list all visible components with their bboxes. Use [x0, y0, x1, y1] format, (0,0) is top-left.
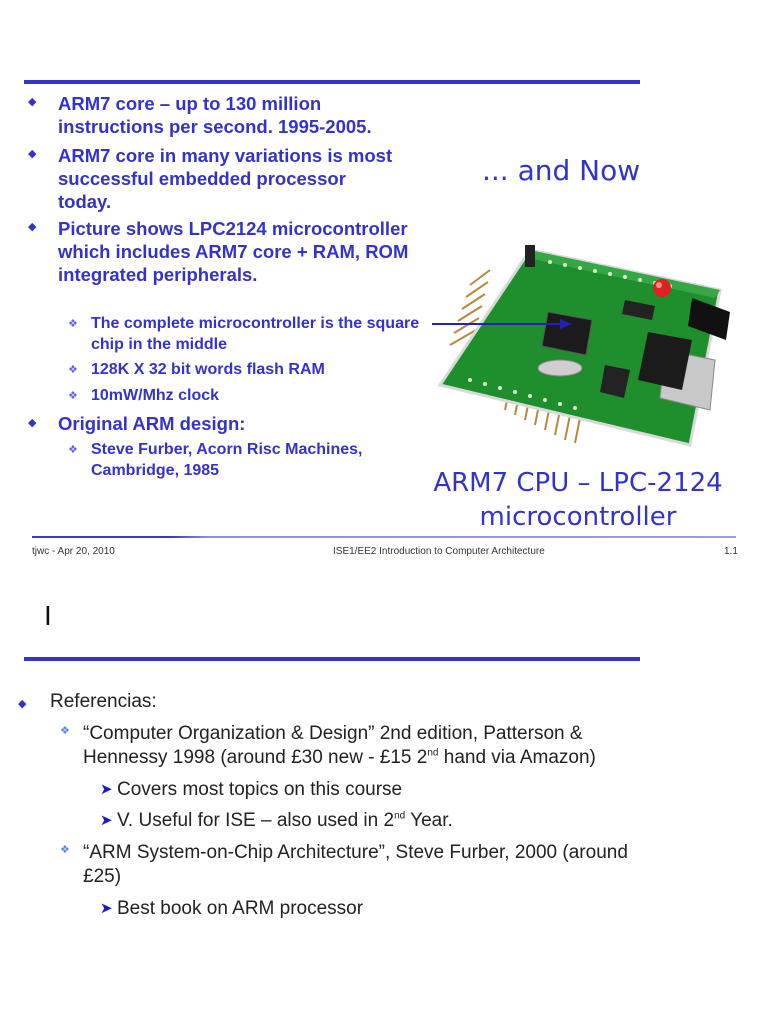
title-rule-top: [24, 80, 640, 84]
slide-title: I: [44, 600, 52, 631]
sub-bullet-icon: ❖: [60, 725, 70, 737]
bullet-text: Original ARM design:: [58, 413, 246, 434]
sub-bullet-icon: ❖: [68, 364, 78, 376]
sub-bullet-text: 128K X 32 bit words flash RAM: [91, 361, 325, 378]
sub-bullet-icon: ❖: [68, 444, 78, 456]
arrow-bullet-icon: ➤: [100, 781, 113, 798]
sub-bullet-text: Steve Furber, Acorn Risc Machines, Cambr…: [91, 441, 363, 479]
bullet-text: Picture shows LPC2124 microcontroller wh…: [58, 218, 409, 285]
slide-title: ... and Now: [482, 154, 641, 187]
diamond-bullet-icon: ◆: [28, 148, 37, 160]
sub-bullet-icon: ❖: [60, 844, 70, 856]
sub-point: Covers most topics on this course: [117, 779, 403, 800]
image-caption: ARM7 CPU – LPC-2124 microcontroller: [404, 466, 752, 534]
arrow-bullet-icon: ➤: [100, 812, 113, 829]
arrow-bullet-icon: ➤: [100, 900, 113, 917]
caption-line-2: microcontroller: [479, 502, 677, 532]
footer-author-date: tjwc - Apr 20, 2010: [32, 546, 115, 557]
reference-item: “Computer Organization & Design” 2nd edi…: [83, 722, 723, 770]
footer-slide-number: 1.1: [724, 546, 738, 557]
title-rule-top: [24, 657, 640, 661]
caption-line-1: ARM7 CPU – LPC-2124: [433, 468, 723, 498]
circuit-board-photo: [437, 245, 730, 447]
diamond-bullet-icon: ◆: [18, 698, 27, 710]
footer-course-title: ISE1/EE2 Introduction to Computer Archit…: [333, 546, 545, 557]
reference-line: £25): [83, 866, 122, 887]
sub-bullet-text: The complete microcontroller is the squa…: [91, 315, 420, 353]
sub-bullet-icon: ❖: [68, 318, 78, 330]
reference-item: “ARM System-on-Chip Architecture”, Steve…: [83, 841, 723, 889]
diamond-bullet-icon: ◆: [28, 96, 37, 108]
sub-point: Best book on ARM processor: [117, 898, 364, 919]
diamond-bullet-icon: ◆: [28, 221, 37, 233]
diamond-bullet-icon: ◆: [28, 417, 37, 429]
bullet-text: ARM7 core – up to 130 million instructio…: [58, 93, 372, 137]
sub-bullet-icon: ❖: [68, 390, 78, 402]
reference-line: Hennessy 1998 (around £30 new - £15 2nd …: [83, 747, 596, 768]
reference-line: “Computer Organization & Design” 2nd edi…: [83, 723, 583, 744]
pointer-arrow-icon: [432, 319, 572, 329]
sub-bullet-text: 10mW/Mhz clock: [91, 387, 220, 404]
bullet-text: Referencias:: [50, 691, 157, 712]
reference-line: “ARM System-on-Chip Architecture”, Steve…: [83, 842, 628, 863]
sub-point: V. Useful for ISE – also used in 2nd Yea…: [117, 810, 453, 831]
bullet-text: ARM7 core in many variations is most suc…: [58, 145, 393, 212]
footer-rule: [32, 536, 736, 538]
